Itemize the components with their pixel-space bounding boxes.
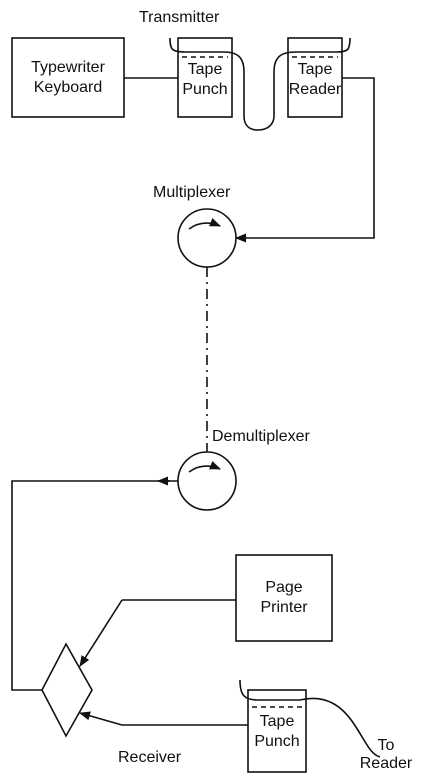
to-reader-label: To Reader	[350, 737, 422, 773]
receiver-tape-tail	[299, 697, 381, 758]
demultiplexer-to-switch-line	[11, 480, 178, 691]
page-printer-box	[235, 554, 333, 642]
printer-label-line1: Page	[265, 579, 303, 596]
multiplexer-circle	[177, 208, 237, 268]
receiver-punch-to-switch-arrow	[78, 711, 123, 726]
transmitter-tape-reader-label: Tape Reader	[288, 60, 342, 100]
reader-to-multiplexer-line	[234, 77, 375, 243]
transmitter-label: Transmitter	[139, 9, 220, 26]
routing-switch-diamond	[41, 642, 93, 738]
demultiplexer-rotation-arrow	[188, 461, 222, 473]
tx-reader-label-line1: Tape	[297, 61, 333, 78]
printer-label-line2: Printer	[260, 599, 308, 616]
rx-punch-label-line2: Punch	[254, 733, 300, 750]
tx-punch-label-line2: Punch	[182, 81, 228, 98]
receiver-tape-leader	[239, 679, 300, 701]
rx-punch-label-line1: Tape	[259, 713, 295, 730]
demultiplexer-label: Demultiplexer	[212, 428, 310, 445]
receiver-tape-punch-label: Tape Punch	[248, 712, 306, 752]
keyboard-label-line2: Keyboard	[33, 79, 103, 96]
receiver-label: Receiver	[118, 749, 182, 766]
to-reader-label-line2: Reader	[359, 755, 413, 772]
keyboard-label-line1: Typewriter	[31, 59, 105, 76]
paper-tape-path	[169, 37, 351, 131]
demultiplexer-circle	[177, 451, 237, 511]
tx-punch-label-line1: Tape	[187, 61, 223, 78]
multiplexer-rotation-arrow	[188, 218, 222, 230]
switch-to-printer-arrow	[79, 599, 123, 667]
typewriter-keyboard-label: Typewriter Keyboard	[12, 58, 124, 98]
multiplexer-label: Multiplexer	[153, 184, 231, 201]
transmitter-tape-punch-box	[177, 37, 233, 118]
receiver-tape-punch-box	[247, 689, 307, 773]
to-reader-label-line1: To	[377, 737, 395, 754]
tx-reader-label-line2: Reader	[288, 81, 342, 98]
transmitter-tape-punch-label: Tape Punch	[178, 60, 232, 100]
page-printer-label: Page Printer	[236, 578, 332, 618]
